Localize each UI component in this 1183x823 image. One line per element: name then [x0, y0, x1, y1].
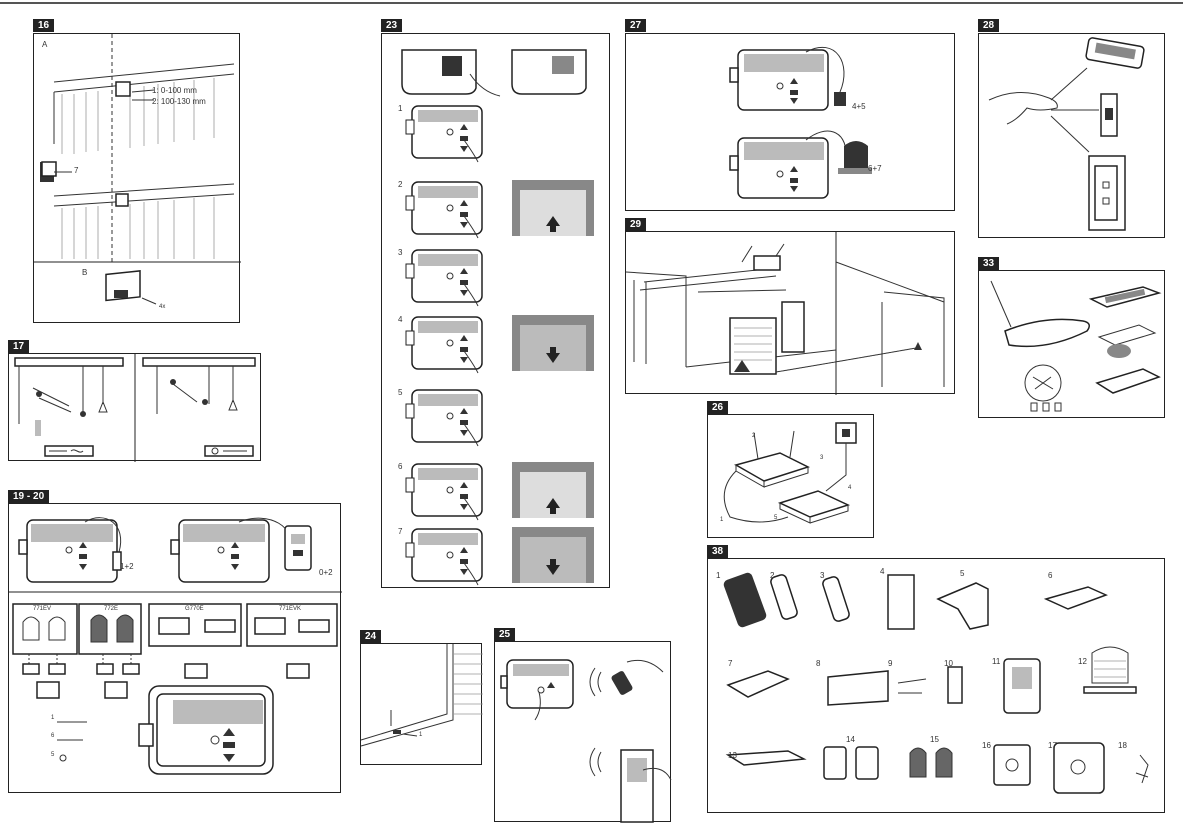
- panel-23: 1 2 3 4 5 6 7: [381, 33, 610, 588]
- accessory-number: 17: [1048, 741, 1057, 750]
- accessory-wiring-illustration: [9, 517, 342, 775]
- step-number: 1: [398, 104, 403, 113]
- section-tag-33: 33: [978, 257, 1000, 270]
- dimension-2: 2: 100-130 mm: [152, 97, 206, 106]
- step-number: 6: [398, 462, 403, 471]
- callout-3: 3: [820, 455, 824, 461]
- sub-label-b: B: [82, 268, 88, 277]
- accessory-number: 3: [820, 571, 825, 580]
- garage-installation-illustration: [625, 232, 945, 395]
- panel-17: [8, 353, 261, 462]
- accessory-number: 8: [816, 659, 821, 668]
- section-tag-25: 25: [494, 628, 516, 641]
- light-wiring-illustration: [729, 46, 872, 199]
- control-panel-step: [405, 527, 594, 586]
- controls-illustration: [988, 37, 1145, 231]
- label-4-plus-5: 4+5: [852, 102, 866, 111]
- panel-28: [978, 33, 1165, 238]
- door-release-illustration: [360, 644, 483, 747]
- label-0-plus-2: 0+2: [319, 568, 333, 577]
- accessory-number: 6: [1048, 571, 1053, 580]
- callout-5: 5: [774, 515, 778, 521]
- screw-label-1: 1: [51, 715, 55, 721]
- section-tag-23: 23: [381, 19, 403, 32]
- panel-29: [625, 231, 955, 395]
- accessory-number: 2: [770, 571, 775, 580]
- panel-26: 2 3 4 5 1: [707, 414, 874, 538]
- accessory-number: 1: [716, 571, 721, 580]
- accessory-number: 15: [930, 735, 939, 744]
- model-772e: 772E: [104, 606, 119, 612]
- screw-label-5: 5: [51, 752, 55, 758]
- accessory-number: 5: [960, 569, 965, 578]
- accessory-number: 7: [728, 659, 733, 668]
- battery-replacement-illustration: [990, 280, 1162, 412]
- panel-19-20: 1+2 0+2 771EV 772E G770E 771EVK 1 6 5: [8, 503, 342, 793]
- section-tag-19-20: 19 - 20: [8, 490, 50, 503]
- control-panel-step: [405, 462, 594, 521]
- dimension-1: 1: 0-100 mm: [152, 86, 197, 95]
- accessory-number: 14: [846, 735, 855, 744]
- accessory-number: 13: [728, 751, 737, 760]
- remote-pairing-illustration: [500, 659, 672, 823]
- accessory-number: 9: [888, 659, 893, 668]
- step-number: 2: [398, 180, 403, 189]
- panel-27: 4+5 6+7: [625, 33, 955, 211]
- callout-7: 7: [74, 166, 79, 175]
- label-6-plus-7: 6+7: [868, 164, 882, 173]
- step-number: 3: [398, 248, 403, 257]
- sub-label-a: A: [42, 40, 48, 49]
- section-tag-38: 38: [707, 545, 729, 558]
- step-number: 7: [398, 527, 403, 536]
- callout-4: 4: [848, 485, 852, 491]
- network-connection-illustration: [723, 422, 857, 524]
- panel-33: [978, 270, 1165, 418]
- accessories-catalog-illustration: [723, 572, 1149, 794]
- accessory-number: 4: [880, 567, 885, 576]
- section-tag-26: 26: [707, 401, 729, 414]
- step-number: 5: [398, 388, 403, 397]
- control-panel-step: [405, 105, 483, 163]
- panel-24: 1: [360, 643, 483, 765]
- accessory-number: 16: [982, 741, 991, 750]
- callout-2: 2: [752, 433, 756, 439]
- arm-assembly-illustration: [14, 354, 256, 462]
- panel-16: A 1: 0-100 mm 2: 100-130 mm 7 B 4x: [33, 33, 241, 323]
- section-tag-29: 29: [625, 218, 647, 231]
- control-panel-step: [405, 180, 594, 239]
- label-1-plus-2: 1+2: [120, 562, 134, 571]
- panel-25: [494, 641, 672, 823]
- callout-1: 1: [419, 732, 423, 738]
- top-rule: [0, 2, 1183, 4]
- section-tag-24: 24: [360, 630, 382, 643]
- control-panel-step: [405, 389, 483, 447]
- rail-mounting-illustration: [34, 34, 241, 305]
- callout-1: 1: [720, 517, 724, 523]
- model-g770e: G770E: [185, 606, 204, 612]
- control-panel-step: [405, 249, 483, 307]
- accessory-number: 18: [1118, 741, 1127, 750]
- section-tag-27: 27: [625, 19, 647, 32]
- section-tag-17: 17: [8, 340, 30, 353]
- accessory-number: 11: [992, 657, 1001, 666]
- accessory-number: 12: [1078, 657, 1087, 666]
- control-panel-step: [405, 315, 594, 374]
- section-tag-16: 16: [33, 19, 55, 32]
- accessory-number: 10: [944, 659, 953, 668]
- quantity-label: 4x: [159, 304, 166, 310]
- screw-label-6: 6: [51, 733, 55, 739]
- model-771evk: 771EVK: [279, 606, 302, 612]
- step-number: 4: [398, 315, 403, 324]
- section-tag-28: 28: [978, 19, 1000, 32]
- model-771ev: 771EV: [33, 606, 52, 612]
- programming-steps-illustration: [401, 49, 587, 97]
